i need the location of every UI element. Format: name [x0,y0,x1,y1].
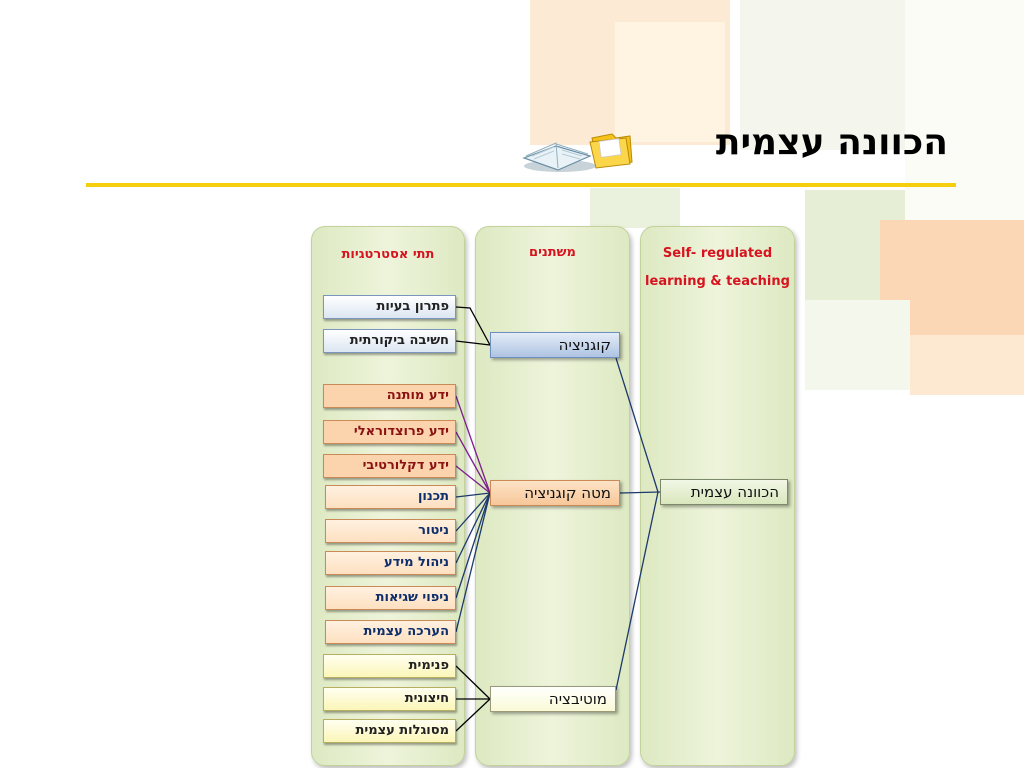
connector-line [455,492,491,532]
substrategy-debugging: ניפוי שגיאות [325,586,456,610]
connector-line [615,491,659,691]
bg-square [905,0,1024,230]
substrategy-critical-thinking: חשיבה ביקורתית [323,329,456,353]
connector-line [455,465,491,494]
srl-box: הכוונה עצמית [660,479,788,505]
connector-line [455,340,491,346]
connector-line [455,492,491,633]
bg-square [805,300,910,390]
title-underline [86,183,956,187]
bg-square [615,22,725,142]
connector-line [455,395,491,494]
bg-square [590,188,680,228]
connector-line [455,492,491,498]
substrategy-declarative-knowledge: ידע דקלורטיבי [323,454,456,478]
connector-line [455,665,491,700]
variable-motivation: מוטיבציה [490,686,616,712]
connector-line [455,306,491,346]
connector-line [455,431,491,494]
connector-line [615,357,659,493]
substrategies-header: תתי אסטרטגיות [341,247,435,262]
variable-cognition: קוגניציה [490,332,620,358]
connector-line [455,492,491,564]
variable-metacognition: מטה קוגניציה [490,480,620,506]
substrategy-self-efficacy: מסוגלות עצמית [323,719,456,743]
substrategy-extrinsic: חיצונית [323,687,456,711]
bg-square [910,335,1024,395]
substrategy-monitoring: ניטור [325,519,456,543]
substrategy-problem-solving: פתרון בעיות [323,295,456,319]
substrategy-conditional-knowledge: ידע מותנה [323,384,456,408]
substrategy-procedural-knowledge: ידע פרוצדוראלי [323,420,456,444]
srl-header-line2: learning & teaching [645,274,790,289]
substrategy-self-evaluation: הערכה עצמית [325,620,456,644]
srl-header-line1: Self- regulated [662,246,773,261]
connector-line [619,491,661,494]
connector-line [455,698,491,732]
substrategy-intrinsic: פנימית [323,654,456,678]
page-title: הכוונה עצמית [715,122,948,163]
variables-header: משתנים [529,245,576,260]
folder-icon [589,133,633,169]
substrategy-information-management: ניהול מידע [325,551,456,575]
connector-line [455,492,491,599]
book-icon [522,133,633,172]
substrategy-planning: תכנון [325,485,456,509]
